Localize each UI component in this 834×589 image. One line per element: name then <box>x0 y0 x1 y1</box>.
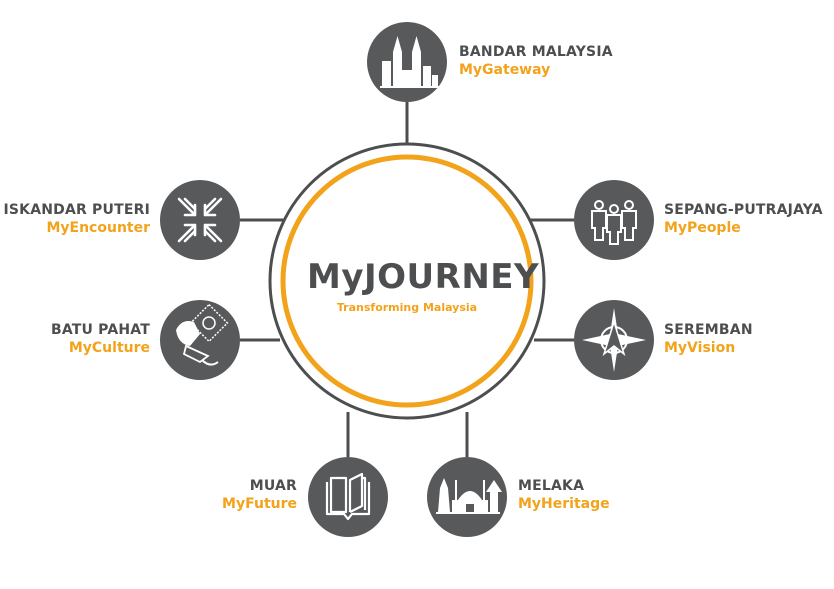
node-sepang-putrajaya[interactable] <box>574 180 654 260</box>
twin-towers-skyline-icon <box>380 36 440 88</box>
node-iskandar-puteri[interactable] <box>160 180 240 260</box>
theme-name: MyVision <box>664 339 736 356</box>
label-seremban: SEREMBAN MyVision <box>664 322 753 357</box>
label-batu-pahat: BATU PAHAT MyCulture <box>51 322 150 357</box>
node-batu-pahat[interactable] <box>160 300 240 380</box>
label-bandar-malaysia: BANDAR MALAYSIA MyGateway <box>459 44 613 79</box>
people-group-icon <box>591 200 637 245</box>
compass-star-icon <box>582 308 646 372</box>
region-name: SEREMBAN <box>664 322 753 338</box>
region-name: BANDAR MALAYSIA <box>459 44 613 60</box>
theme-name: MyHeritage <box>518 495 610 512</box>
open-book-icon <box>325 472 371 521</box>
center-subtitle: Transforming Malaysia <box>336 301 478 314</box>
region-name: MUAR <box>249 478 297 494</box>
label-melaka: MELAKA MyHeritage <box>518 478 610 513</box>
node-melaka[interactable] <box>427 457 507 537</box>
node-bandar-malaysia[interactable] <box>367 22 447 102</box>
theme-name: MyCulture <box>68 339 150 356</box>
theme-name: MyGateway <box>459 61 551 78</box>
region-name: MELAKA <box>518 478 585 494</box>
region-name: ISKANDAR PUTERI <box>3 202 150 218</box>
accent-ring <box>280 154 534 408</box>
theme-name: MyEncounter <box>46 219 150 236</box>
connector-lines <box>240 102 574 457</box>
label-sepang-putrajaya: SEPANG-PUTRAJAYA MyPeople <box>664 202 823 237</box>
label-muar: MUAR MyFuture <box>222 478 297 513</box>
theme-name: MyPeople <box>664 219 741 236</box>
node-muar[interactable] <box>308 457 388 537</box>
theme-name: MyFuture <box>222 495 297 512</box>
region-name: BATU PAHAT <box>50 322 150 338</box>
heritage-buildings-icon <box>436 478 502 514</box>
label-iskandar-puteri: ISKANDAR PUTERI MyEncounter <box>3 202 150 237</box>
region-name: SEPANG-PUTRAJAYA <box>664 202 823 218</box>
center-title: MyJOURNEY <box>307 257 540 297</box>
wau-kite-pattern-icon <box>176 303 229 366</box>
node-seremban[interactable] <box>574 300 654 380</box>
converging-arrows-icon <box>177 197 223 243</box>
